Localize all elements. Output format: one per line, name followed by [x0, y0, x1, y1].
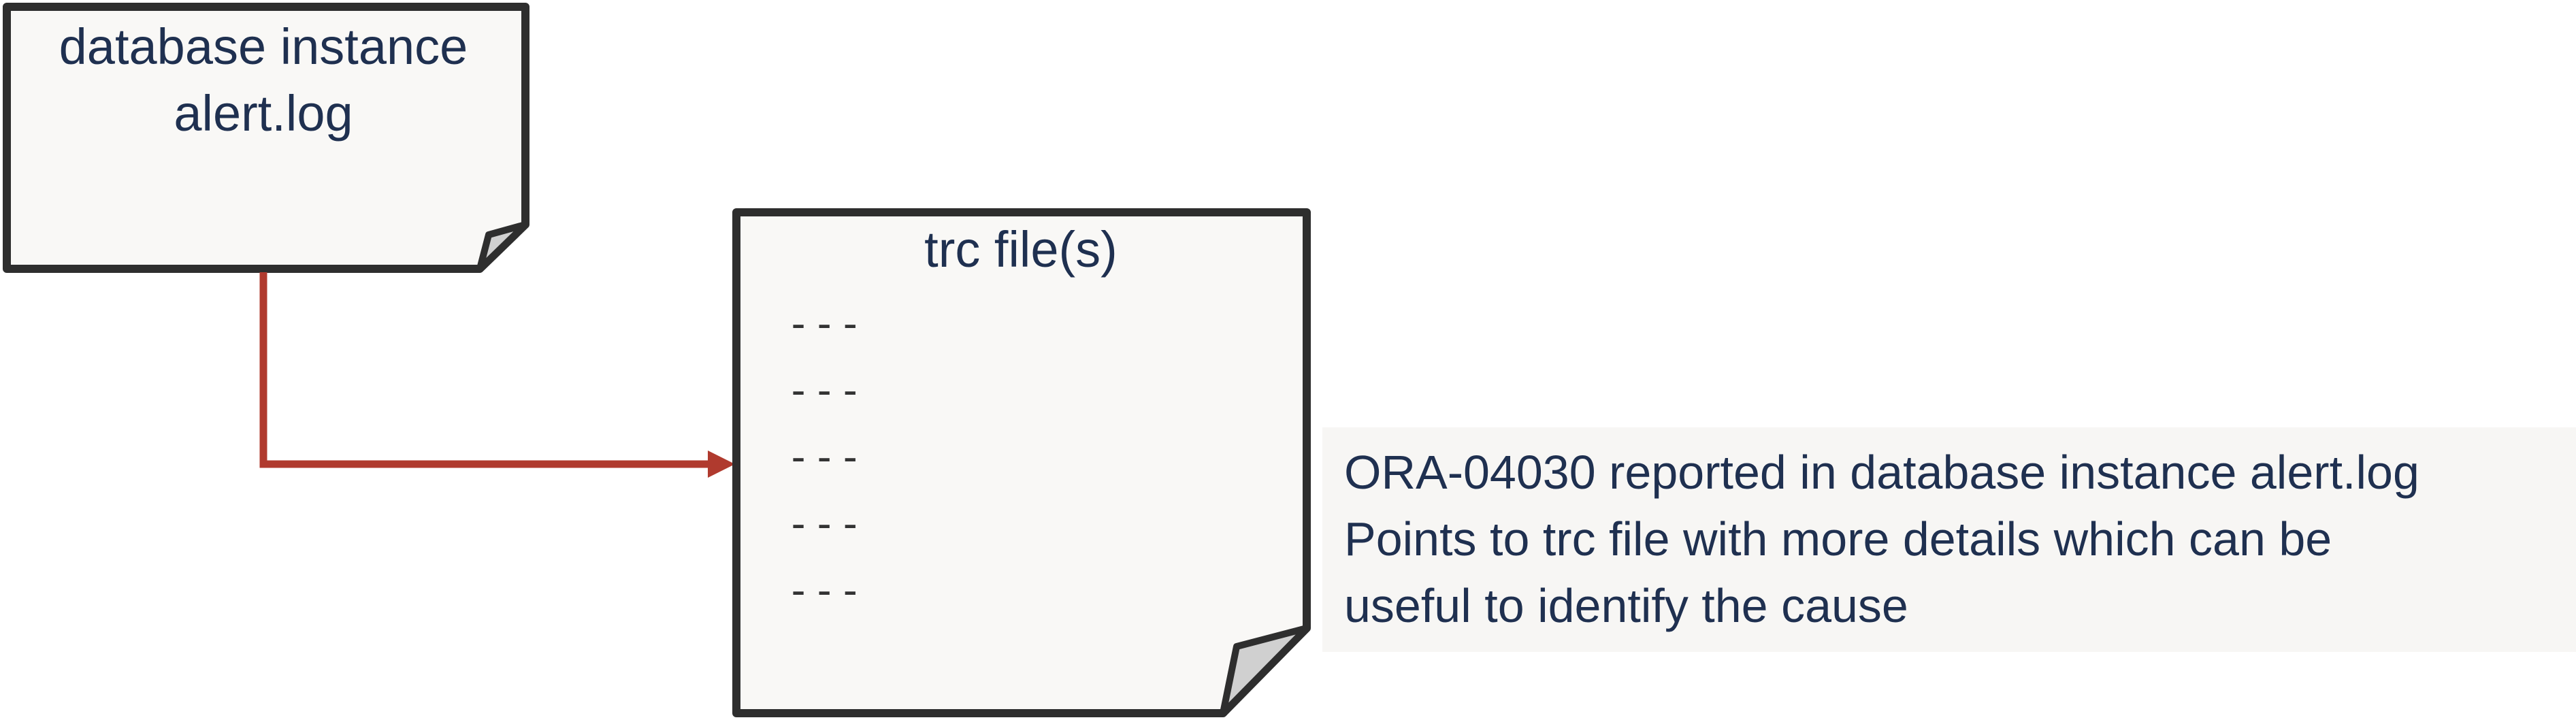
- note-line-1: ORA-04030 reported in database instance …: [1344, 446, 2419, 499]
- alert-log-title-line2: alert.log: [174, 85, 353, 142]
- alert-log-document: [3, 3, 529, 273]
- connector-arrow: [259, 272, 735, 478]
- note-box: [1322, 427, 2576, 652]
- note-line-3: useful to identify the cause: [1344, 579, 1908, 632]
- alert-log-folded-corner: [476, 221, 529, 272]
- trc-content-line: ---: [786, 367, 864, 414]
- trc-file-title: trc file(s): [924, 221, 1118, 278]
- alert-log-title: database instance alert.log: [11, 14, 516, 147]
- alert-log-title-line1: database instance: [59, 18, 468, 75]
- note-text: ORA-04030 reported in database instance …: [1344, 439, 2562, 639]
- trc-file-document: [732, 208, 1311, 717]
- note-line-2: Points to trc file with more details whi…: [1344, 512, 2332, 566]
- trc-file-folded-corner: [1220, 625, 1310, 717]
- trc-content-line: ---: [786, 567, 864, 615]
- trc-content-line: ---: [786, 300, 864, 348]
- arrow-line: [259, 272, 708, 468]
- arrow-head: [708, 451, 735, 478]
- trc-content-line: ---: [786, 433, 864, 481]
- trc-content-line: ---: [786, 500, 864, 548]
